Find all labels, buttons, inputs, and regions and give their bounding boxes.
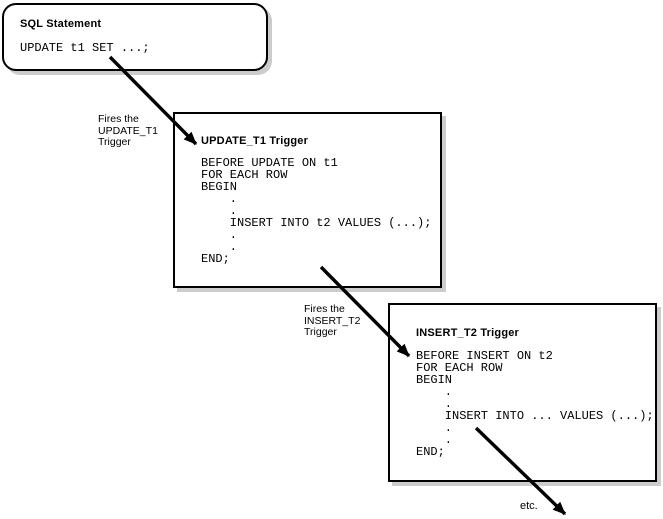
- update-t1-trigger-title: UPDATE_T1 Trigger: [201, 135, 309, 147]
- sql-statement-box: SQL Statement UPDATE t1 SET ...;: [2, 3, 268, 71]
- insert-t2-trigger-code: BEFORE INSERT ON t2 FOR EACH ROW BEGIN .…: [416, 349, 654, 459]
- insert-t2-trigger-box: INSERT_T2 Trigger BEFORE INSERT ON t2 FO…: [388, 303, 657, 482]
- update-t1-trigger-box: UPDATE_T1 Trigger BEFORE UPDATE ON t1 FO…: [173, 112, 442, 288]
- sql-statement-code: UPDATE t1 SET ...;: [20, 41, 150, 55]
- fires-update-t1-label: Fires the UPDATE_T1 Trigger: [98, 113, 158, 148]
- insert-t2-trigger-title: INSERT_T2 Trigger: [416, 327, 520, 339]
- sql-statement-title: SQL Statement: [20, 18, 102, 30]
- etc-label: etc.: [520, 500, 538, 512]
- fires-insert-t2-label: Fires the INSERT_T2 Trigger: [304, 303, 361, 338]
- update-t1-trigger-code: BEFORE UPDATE ON t1 FOR EACH ROW BEGIN .…: [201, 156, 432, 266]
